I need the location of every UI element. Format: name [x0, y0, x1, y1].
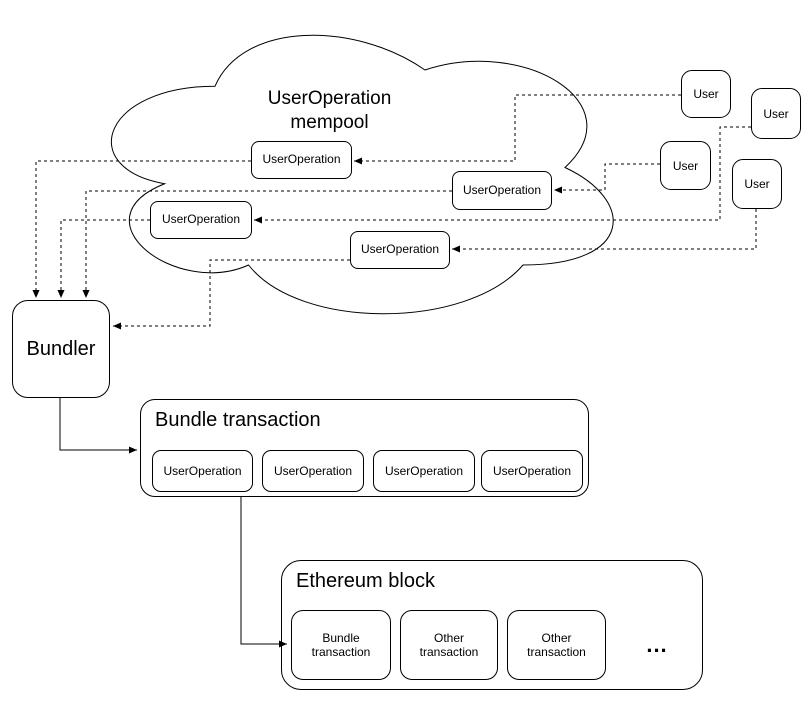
bundle-transaction-title: Bundle transaction — [155, 409, 321, 431]
mempool-userop-2: UserOperation — [150, 201, 252, 239]
user-box-3: User — [660, 141, 711, 190]
bundle-userop-4: UserOperation — [481, 450, 583, 492]
bundler-box: Bundler — [12, 300, 110, 398]
bundle-userop-2: UserOperation — [262, 450, 364, 492]
user-box-2: User — [751, 88, 801, 139]
ethereum-block-title: Ethereum block — [296, 570, 435, 592]
bundle-userop-1: UserOperation — [152, 450, 253, 492]
eth-other-transaction-box-2: Other transaction — [507, 610, 606, 680]
more-transactions-ellipsis: ... — [646, 632, 668, 657]
mempool-userop-4: UserOperation — [350, 231, 450, 269]
mempool-userop-3: UserOperation — [452, 171, 552, 210]
mempool-userop-1: UserOperation — [251, 141, 352, 179]
bundle-transaction-box: Bundle transaction UserOperation UserOpe… — [140, 399, 589, 497]
eth-bundle-transaction-box: Bundle transaction — [291, 610, 391, 680]
mempool-label: UserOperation mempool — [267, 88, 392, 133]
ethereum-block-box: Ethereum block Bundle transaction Other … — [281, 560, 703, 690]
bundle-userop-3: UserOperation — [373, 450, 475, 492]
user-box-1: User — [681, 70, 731, 118]
user-box-4: User — [732, 159, 782, 209]
eth-other-transaction-box-1: Other transaction — [400, 610, 498, 680]
